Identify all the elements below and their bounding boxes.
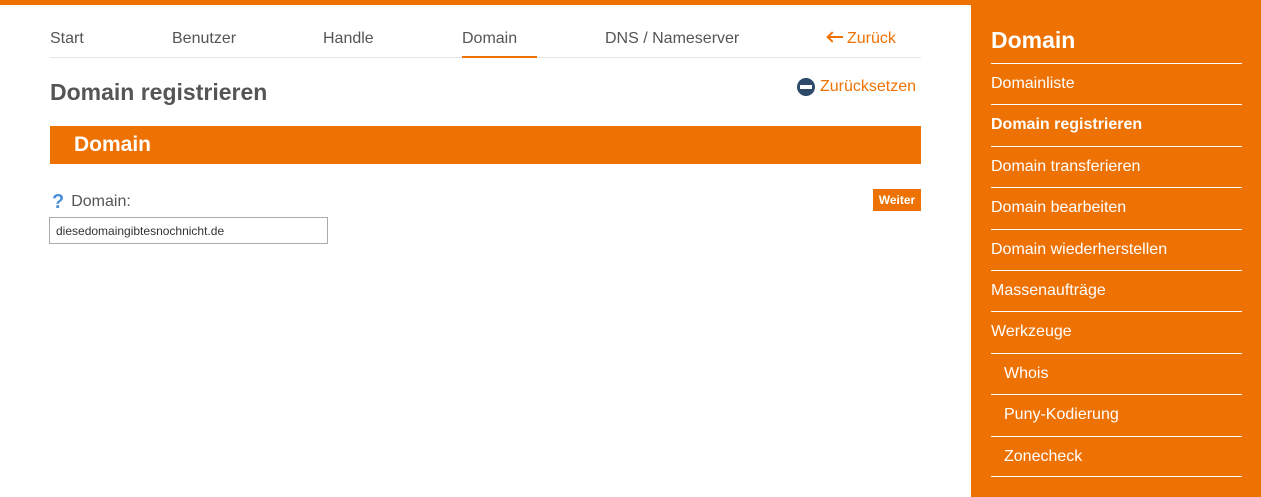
sidebar-item-domain-transferieren[interactable]: Domain transferieren	[991, 145, 1242, 187]
page-title: Domain registrieren	[50, 79, 268, 105]
help-icon[interactable]: ?	[52, 191, 65, 213]
sidebar-item-massenauftraege[interactable]: Massenaufträge	[991, 269, 1242, 311]
sidebar-item-domain-wiederherstellen[interactable]: Domain wiederherstellen	[991, 228, 1242, 270]
tab-handle[interactable]: Handle	[323, 30, 374, 47]
domain-input[interactable]	[49, 217, 328, 244]
top-accent-bar	[0, 0, 971, 5]
sidebar-item-whois[interactable]: Whois	[991, 352, 1242, 394]
sidebar-title: Domain	[991, 27, 1076, 53]
sidebar: Domain Domainliste Domain registrieren D…	[971, 0, 1261, 497]
tab-benutzer[interactable]: Benutzer	[172, 30, 237, 47]
arrow-left-icon	[827, 32, 843, 42]
reset-link[interactable]: Zurücksetzen	[796, 78, 916, 96]
sidebar-menu: Domainliste Domain registrieren Domain t…	[991, 63, 1242, 477]
domain-label-text: Domain:	[71, 193, 131, 210]
tab-dns-nameserver[interactable]: DNS / Nameserver	[605, 30, 740, 47]
back-link[interactable]: Zurück	[827, 30, 896, 48]
reset-link-label: Zurücksetzen	[819, 78, 916, 95]
tab-start[interactable]: Start	[50, 30, 84, 47]
minus-circle-icon	[796, 78, 815, 96]
sidebar-item-werkzeuge[interactable]: Werkzeuge	[991, 311, 1242, 352]
weiter-button[interactable]: Weiter	[873, 189, 921, 211]
domain-field-label: ? Domain:	[52, 192, 131, 212]
sidebar-item-domain-registrieren[interactable]: Domain registrieren	[991, 104, 1242, 145]
tab-navigation: Start Benutzer Handle Domain DNS / Names…	[50, 5, 921, 58]
sidebar-item-puny-kodierung[interactable]: Puny-Kodierung	[991, 394, 1242, 435]
sidebar-item-zonecheck[interactable]: Zonecheck	[991, 435, 1242, 477]
sidebar-item-domainliste[interactable]: Domainliste	[991, 63, 1242, 104]
section-header: Domain	[50, 126, 921, 164]
back-link-label: Zurück	[847, 30, 896, 47]
sidebar-item-domain-bearbeiten[interactable]: Domain bearbeiten	[991, 187, 1242, 228]
main-content: Start Benutzer Handle Domain DNS / Names…	[49, 5, 921, 244]
active-tab-indicator	[462, 56, 537, 58]
tab-domain[interactable]: Domain	[462, 30, 518, 47]
